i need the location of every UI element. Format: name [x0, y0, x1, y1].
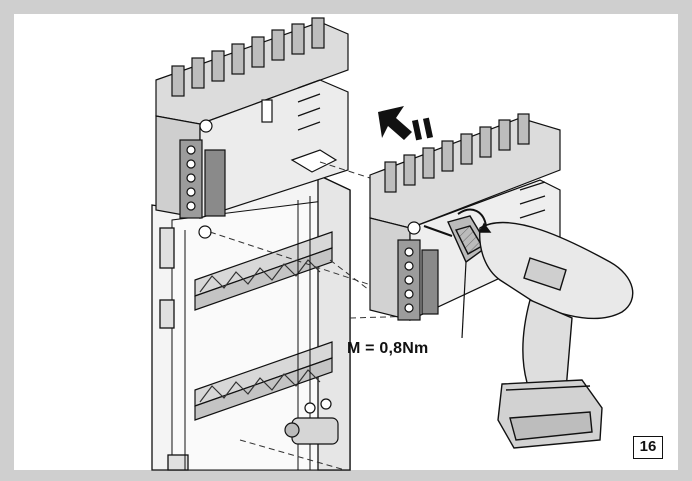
figure-number-badge: 16 [633, 436, 663, 459]
torque-label: M = 0,8Nm [347, 340, 429, 357]
cordless-drill [423, 208, 634, 449]
direction-arrow-icon [378, 106, 434, 141]
mounted-terminal-module [155, 17, 349, 239]
torque-leader-line [461, 261, 467, 339]
base-bottom-clip [284, 398, 339, 445]
terminal-module-detached [369, 113, 561, 321]
